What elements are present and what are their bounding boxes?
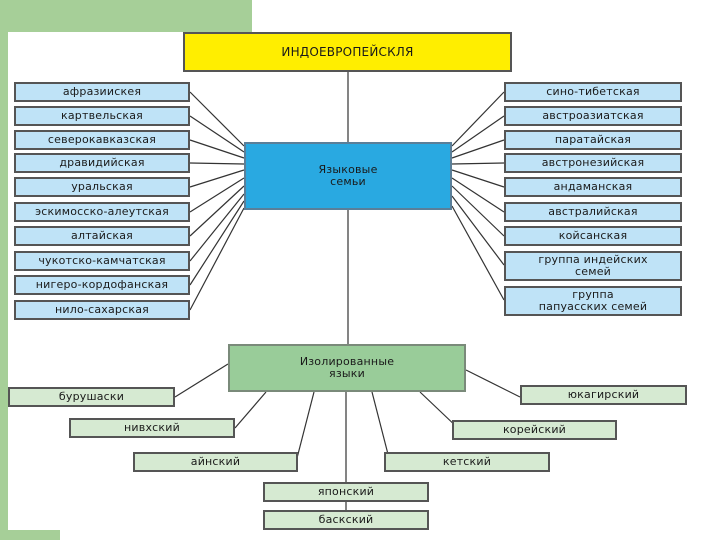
family-box: австронезийская [504, 153, 682, 173]
language-families-box: Языковые семьи [244, 142, 452, 210]
decor-green-bottom [0, 530, 60, 540]
isolate-box: кетский [384, 452, 550, 472]
family-box: группа папуасских семей [504, 286, 682, 316]
family-box: сино-тибетская [504, 82, 682, 102]
family-box: койсанская [504, 226, 682, 246]
isolate-box: японский [263, 482, 429, 502]
isolate-box: баскский [263, 510, 429, 530]
root-indo-european-box: ИНДОЕВРОПЕЙСКЛЯ [183, 32, 512, 72]
family-box: австралийская [504, 202, 682, 222]
family-box: группа индейских семей [504, 251, 682, 281]
isolate-box: нивхский [69, 418, 235, 438]
isolated-languages-box: Изолированные языки [228, 344, 466, 392]
isolate-box: айнский [133, 452, 298, 472]
family-box: австроазиатская [504, 106, 682, 126]
decor-green-bar [0, 0, 8, 540]
family-box: паратайская [504, 130, 682, 150]
family-box: нигеро-кордофанская [14, 275, 190, 295]
family-box: северокавказская [14, 130, 190, 150]
family-box: афразиискея [14, 82, 190, 102]
family-box: эскимосско-алеутская [14, 202, 190, 222]
family-box: дравидийская [14, 153, 190, 173]
isolate-box: корейский [452, 420, 617, 440]
family-box: алтайская [14, 226, 190, 246]
family-box: андаманская [504, 177, 682, 197]
family-box: картвельская [14, 106, 190, 126]
decor-green-top [0, 0, 252, 32]
isolate-box: юкагирский [520, 385, 687, 405]
family-box: уральская [14, 177, 190, 197]
family-box: нило-сахарская [14, 300, 190, 320]
family-box: чукотско-камчатская [14, 251, 190, 271]
isolate-box: бурушаски [8, 387, 175, 407]
